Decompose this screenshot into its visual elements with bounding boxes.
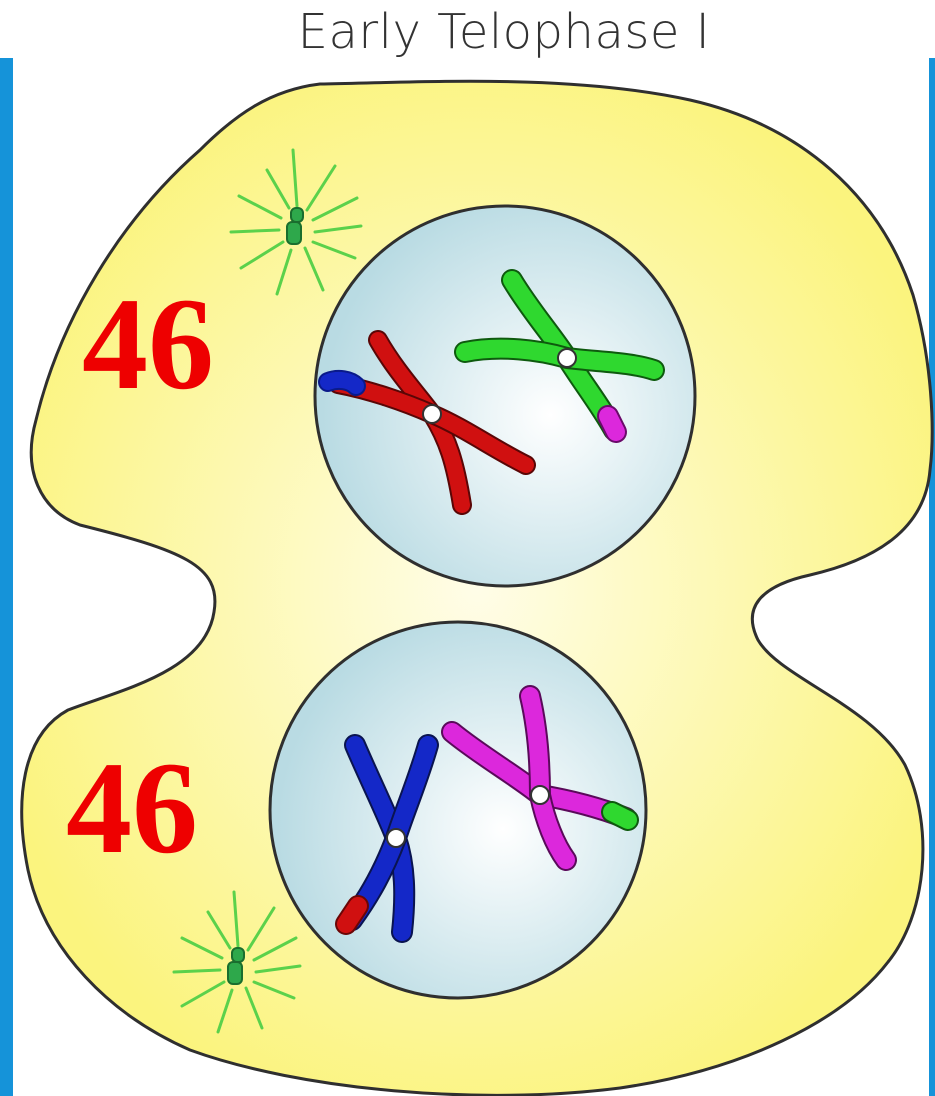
- chromosome-count-bottom: 46: [66, 742, 198, 874]
- chromosome-count-top: 46: [82, 278, 214, 410]
